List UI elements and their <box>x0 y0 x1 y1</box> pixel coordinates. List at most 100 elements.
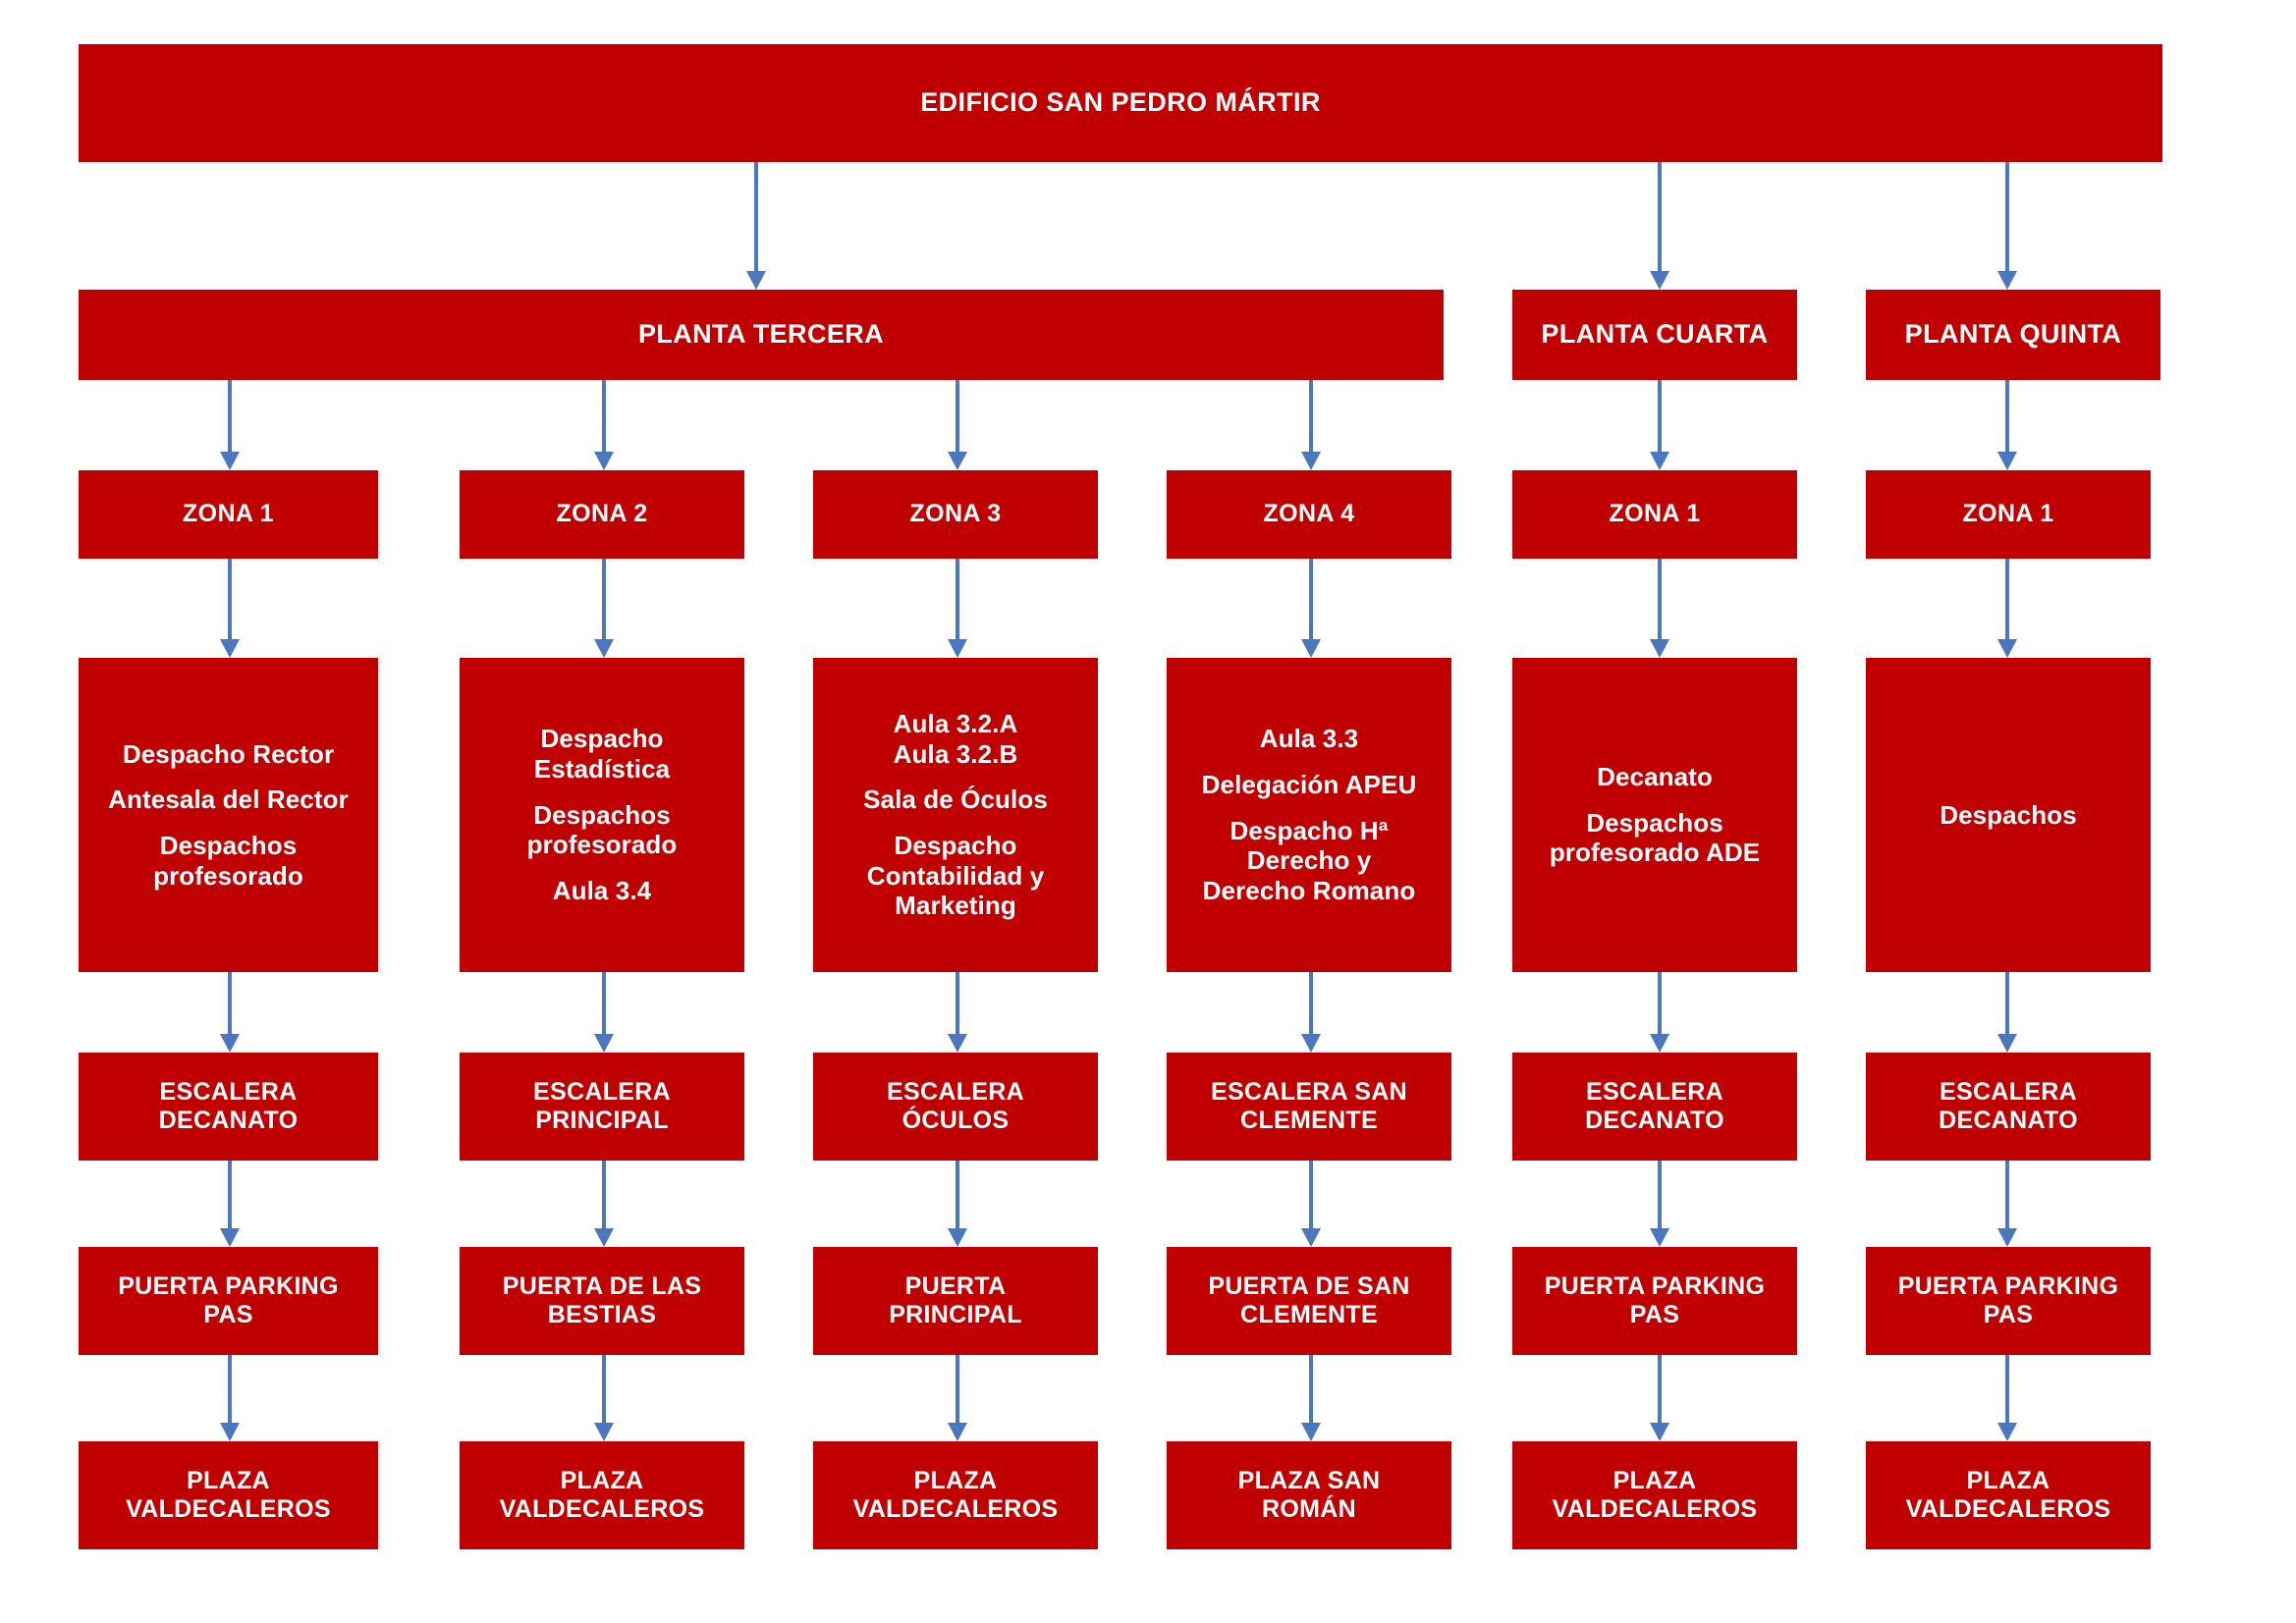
content-line: profesorado ADE <box>1549 838 1761 868</box>
content-line: Aula 3.4 <box>552 876 652 906</box>
connector-puerta-to-plaza-col5 <box>1650 1355 1669 1441</box>
content-line: Despacho <box>894 831 1017 861</box>
connector-planta-to-zona-1 <box>220 380 240 470</box>
plaza-box-col2[interactable]: PLAZA VALDECALEROS <box>460 1441 744 1549</box>
connector-puerta-to-plaza-col2 <box>594 1355 614 1441</box>
connector-escalera-to-puerta-col6 <box>1997 1161 2017 1247</box>
content-line: Delegación APEU <box>1201 769 1417 799</box>
puerta-box-col4[interactable]: PUERTA DE SAN CLEMENTE <box>1167 1247 1451 1355</box>
planta-cuarta-label: PLANTA CUARTA <box>1541 319 1769 350</box>
plaza-line: VALDECALEROS <box>1905 1495 2111 1523</box>
plaza-line: VALDECALEROS <box>1552 1495 1758 1523</box>
connector-zona-to-content-col6 <box>1997 559 2017 658</box>
content-line: Derecho y <box>1246 845 1372 876</box>
puerta-line: CLEMENTE <box>1240 1301 1378 1328</box>
puerta-line: PUERTA PARKING <box>1897 1271 2119 1300</box>
connector-content-to-escalera-col5 <box>1650 972 1669 1053</box>
connector-planta-quinta-to-zona-1 <box>1997 380 2017 470</box>
content-box-col6[interactable]: Despachos <box>1866 658 2151 972</box>
content-line: Contabilidad y <box>866 860 1045 891</box>
escalera-line: DECANATO <box>1939 1107 2078 1134</box>
plaza-line: VALDECALEROS <box>126 1495 331 1523</box>
puerta-line: BESTIAS <box>547 1301 657 1328</box>
puerta-box-col1[interactable]: PUERTA PARKING PAS <box>79 1247 378 1355</box>
connector-content-to-escalera-col1 <box>220 972 240 1053</box>
planta-tercera-box[interactable]: PLANTA TERCERA <box>79 290 1444 380</box>
puerta-line: PUERTA DE LAS <box>502 1271 702 1300</box>
escalera-box-col4[interactable]: ESCALERA SAN CLEMENTE <box>1167 1053 1451 1161</box>
zona-box-col4[interactable]: ZONA 4 <box>1167 470 1451 559</box>
building-title-box[interactable]: EDIFICIO SAN PEDRO MÁRTIR <box>79 44 2162 162</box>
content-line: profesorado <box>526 830 678 860</box>
content-line: Aula 3.2.B <box>893 738 1018 769</box>
puerta-line: PUERTA DE SAN <box>1208 1271 1410 1300</box>
puerta-box-col2[interactable]: PUERTA DE LAS BESTIAS <box>460 1247 744 1355</box>
zona-box-col2[interactable]: ZONA 2 <box>460 470 744 559</box>
content-box-col5[interactable]: Decanato Despachos profesorado ADE <box>1512 658 1797 972</box>
zona-box-col5[interactable]: ZONA 1 <box>1512 470 1797 559</box>
planta-quinta-label: PLANTA QUINTA <box>1904 319 2122 350</box>
puerta-box-col6[interactable]: PUERTA PARKING PAS <box>1866 1247 2151 1355</box>
plaza-line: PLAZA <box>187 1466 270 1494</box>
connector-root-to-planta-cuarta <box>1650 162 1669 290</box>
escalera-box-col3[interactable]: ESCALERA ÓCULOS <box>813 1053 1098 1161</box>
escalera-box-col6[interactable]: ESCALERA DECANATO <box>1866 1053 2151 1161</box>
plaza-line: VALDECALEROS <box>499 1495 705 1523</box>
connector-content-to-escalera-col6 <box>1997 972 2017 1053</box>
content-line: Despachos <box>533 799 671 830</box>
escalera-line: ESCALERA <box>887 1077 1024 1106</box>
content-box-col3[interactable]: Aula 3.2.A Aula 3.2.B Sala de Óculos Des… <box>813 658 1098 972</box>
connector-zona-to-content-col4 <box>1301 559 1321 658</box>
escalera-box-col2[interactable]: ESCALERA PRINCIPAL <box>460 1053 744 1161</box>
connector-root-to-planta-tercera <box>746 162 766 290</box>
plaza-line: VALDECALEROS <box>852 1495 1059 1523</box>
plaza-line: PLAZA <box>1613 1466 1697 1494</box>
zona-label-col2: ZONA 2 <box>556 500 648 528</box>
puerta-line: PAS <box>1629 1301 1680 1328</box>
content-line: Aula 3.2.A <box>893 708 1018 738</box>
connector-puerta-to-plaza-col4 <box>1301 1355 1321 1441</box>
connector-content-to-escalera-col4 <box>1301 972 1321 1053</box>
content-line: Antesala del Rector <box>108 784 349 815</box>
planta-quinta-box[interactable]: PLANTA QUINTA <box>1866 290 2160 380</box>
escalera-line: PRINCIPAL <box>535 1107 669 1134</box>
content-line: Despacho <box>540 724 664 754</box>
puerta-box-col3[interactable]: PUERTA PRINCIPAL <box>813 1247 1098 1355</box>
content-line: Decanato <box>1597 761 1713 791</box>
content-line: Despachos <box>159 831 298 861</box>
connector-escalera-to-puerta-col5 <box>1650 1161 1669 1247</box>
zona-box-col6[interactable]: ZONA 1 <box>1866 470 2151 559</box>
planta-cuarta-box[interactable]: PLANTA CUARTA <box>1512 290 1797 380</box>
content-line: Despacho Hª <box>1230 815 1389 845</box>
zona-box-col3[interactable]: ZONA 3 <box>813 470 1098 559</box>
plaza-box-col5[interactable]: PLAZA VALDECALEROS <box>1512 1441 1797 1549</box>
content-box-col2[interactable]: Despacho Estadística Despachos profesora… <box>460 658 744 972</box>
plaza-box-col1[interactable]: PLAZA VALDECALEROS <box>79 1441 378 1549</box>
planta-tercera-label: PLANTA TERCERA <box>637 319 885 350</box>
puerta-line: PAS <box>203 1301 253 1328</box>
escalera-box-col5[interactable]: ESCALERA DECANATO <box>1512 1053 1797 1161</box>
plaza-box-col4[interactable]: PLAZA SAN ROMÁN <box>1167 1441 1451 1549</box>
connector-zona-to-content-col1 <box>220 559 240 658</box>
zona-box-col1[interactable]: ZONA 1 <box>79 470 378 559</box>
connector-puerta-to-plaza-col1 <box>220 1355 240 1441</box>
zona-label-col6: ZONA 1 <box>1962 500 2054 528</box>
escalera-box-col1[interactable]: ESCALERA DECANATO <box>79 1053 378 1161</box>
puerta-line: PRINCIPAL <box>889 1301 1022 1328</box>
plaza-line: PLAZA <box>913 1466 998 1494</box>
content-box-col1[interactable]: Despacho Rector Antesala del Rector Desp… <box>79 658 378 972</box>
connector-puerta-to-plaza-col6 <box>1997 1355 2017 1441</box>
puerta-line: PUERTA PARKING <box>118 1271 339 1300</box>
plaza-box-col6[interactable]: PLAZA VALDECALEROS <box>1866 1441 2151 1549</box>
content-box-col4[interactable]: Aula 3.3 Delegación APEU Despacho Hª Der… <box>1167 658 1451 972</box>
content-line: Despacho Rector <box>122 738 335 769</box>
plaza-line: ROMÁN <box>1262 1495 1356 1523</box>
content-line: profesorado <box>153 860 303 891</box>
puerta-box-col5[interactable]: PUERTA PARKING PAS <box>1512 1247 1797 1355</box>
connector-escalera-to-puerta-col2 <box>594 1161 614 1247</box>
escalera-line: ÓCULOS <box>902 1107 1010 1134</box>
puerta-line: PUERTA <box>904 1271 1007 1300</box>
connector-zona-to-content-col2 <box>594 559 614 658</box>
plaza-box-col3[interactable]: PLAZA VALDECALEROS <box>813 1441 1098 1549</box>
